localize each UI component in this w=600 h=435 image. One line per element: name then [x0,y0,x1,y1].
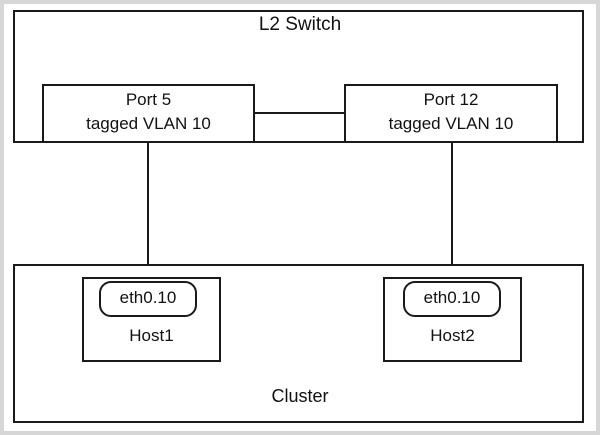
port-12-name-label: Port 12 [423,90,479,109]
port-to-port-link [253,112,346,114]
port-5-to-host1-link [147,141,149,283]
host1-name-label: Host1 [129,326,174,345]
port-12-vlan-label: tagged VLAN 10 [388,114,514,133]
l2-switch-title: L2 Switch [258,14,342,35]
port-12-to-host2-link [451,141,453,283]
host1-nic-box [99,281,197,317]
host1-nic-label: eth0.10 [119,288,177,307]
port-5-box [42,84,255,143]
host2-name-label: Host2 [430,326,475,345]
host2-nic-box [403,281,501,317]
host2-nic-label: eth0.10 [423,288,481,307]
port-5-vlan-label: tagged VLAN 10 [86,114,211,133]
port-5-name-label: Port 5 [125,90,172,109]
cluster-title: Cluster [271,386,329,406]
